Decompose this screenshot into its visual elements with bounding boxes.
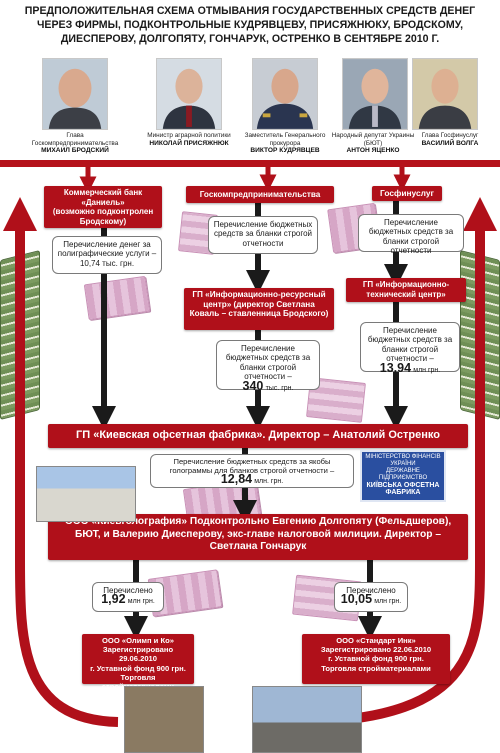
title-line-2: ЧЕРЕЗ ФИРМЫ, ПОДКОНТРОЛЬНЫЕ КУДРЯВЦЕВУ, … xyxy=(36,19,464,31)
transfer-text: Перечисление бюджетных средств за бланки… xyxy=(368,218,454,256)
factory-plaque: МІНІСТЕРСТВО ФІНАНСІВ УКРАЇНИ ДЕРЖАВНЕ П… xyxy=(360,450,446,502)
transfer-box-bank: Перечисление денег за полиграфические ус… xyxy=(52,236,162,274)
node-title: ООО «Стандарт Инк» xyxy=(336,636,416,645)
photo-volga xyxy=(412,58,478,130)
caption-prisyazhnyuk: Министр аграрной политики НИКОЛАЙ ПРИСЯЖ… xyxy=(139,132,239,147)
photo-kudryavtsev xyxy=(252,58,318,130)
caption-brodsky: Глава Госкомпредпринимательства МИХАИЛ Б… xyxy=(25,132,125,155)
node-itc: ГП «Информационно-технический центр» xyxy=(346,278,466,302)
node-gosfinuslug: Госфинуслуг xyxy=(372,186,442,201)
transfer-box-standart: Перечислено 10,05 млн грн. xyxy=(334,582,408,612)
photo-factory-building xyxy=(36,466,136,522)
transfer-box-goskom: Перечисление бюджетных средств за бланки… xyxy=(208,216,318,254)
node-olimp: ООО «Олимп и Ко» Зарегистрировано 29.06.… xyxy=(82,634,194,691)
photo-olimp-entrance xyxy=(124,686,204,753)
node-title: ГП «Информационно-ресурсный центр» (дире… xyxy=(189,290,329,319)
title-line-1: ПРЕДПОЛОЖИТЕЛЬНАЯ СХЕМА ОТМЫВАНИЯ ГОСУДА… xyxy=(24,5,476,17)
plaque-line: КИЇВСЬКА ОФСЕТНА xyxy=(366,482,440,489)
transfer-box-gosfin: Перечисление бюджетных средств за бланки… xyxy=(358,214,464,255)
transfer-unit: млн. грн. xyxy=(254,478,284,486)
photo-yatsenko xyxy=(342,58,408,130)
node-line: Торговля стройматериалами xyxy=(321,663,431,673)
node-irc: ГП «Информационно-ресурсный центр» (дире… xyxy=(184,288,334,330)
node-title: ООО «Киевголография» Подконтрольно Евген… xyxy=(64,516,452,553)
transfer-text: Перечислено xyxy=(346,586,396,595)
caption-role: Глава Госкомпредпринимательства xyxy=(31,132,119,147)
photo-brodsky xyxy=(42,58,108,130)
plaque-line: ДЕРЖАВНЕ ПІДПРИЄМСТВО xyxy=(378,468,428,481)
transfer-amount: 1,92 xyxy=(101,592,126,607)
photo-standart-building xyxy=(252,686,362,753)
transfer-box-irc: Перечисление бюджетных средств за бланки… xyxy=(216,340,320,393)
node-line: Зарегистрировано 22.06.2010 xyxy=(320,645,432,655)
caption-volga: Глава Госфинуслуг ВАСИЛИЙ ВОЛГА xyxy=(405,132,495,147)
transfer-box-olimp: Перечислено 1,92 млн грн. xyxy=(92,582,164,612)
node-title: Госкомпредпринимательства xyxy=(199,190,321,199)
caption-name: МИХАИЛ БРОДСКИЙ xyxy=(41,147,109,155)
node-kievholografia: ООО «Киевголография» Подконтрольно Евген… xyxy=(48,514,468,560)
transfer-box-itc: Перечисление бюджетных средств за бланки… xyxy=(360,322,460,375)
caption-name: ВИКТОР КУДРЯВЦЕВ xyxy=(250,147,320,155)
node-goskompredprinimatelstva: Госкомпредпринимательства xyxy=(186,186,334,203)
diagram-title: ПРЕДПОЛОЖИТЕЛЬНАЯ СХЕМА ОТМЫВАНИЯ ГОСУДА… xyxy=(0,4,500,46)
node-title: Коммерческий банк «Даниель» xyxy=(63,188,143,207)
node-subtitle: (возможно подконтролен Бродскому) xyxy=(52,207,154,226)
node-line: Зарегистрировано 29.06.2010 xyxy=(102,645,174,664)
photo-prisyazhnyuk xyxy=(156,58,222,130)
transfer-text: Перечисление бюджетных средств за бланки… xyxy=(213,220,313,248)
plaque-line: ФАБРИКА xyxy=(385,489,421,496)
caption-role: Министр аграрной политики xyxy=(147,132,231,139)
caption-kudryavtsev: Заместитель Генерального прокурора ВИКТО… xyxy=(235,132,335,155)
caption-name: АНТОН ЯЦЕНКО xyxy=(346,147,400,155)
caption-name: НИКОЛАЙ ПРИСЯЖНЮК xyxy=(149,139,229,147)
red-loop-left xyxy=(2,196,119,727)
transfer-text: Перечислено xyxy=(103,586,153,595)
caption-yatsenko: Народный депутат Украины (БЮТ) АНТОН ЯЦЕ… xyxy=(325,132,421,155)
caption-role: Глава Госфинуслуг xyxy=(421,132,479,139)
transfer-text: Перечисление денег за полиграфические ус… xyxy=(57,240,157,268)
node-line: г. Уставной фонд 900 грн. xyxy=(328,654,424,664)
caption-name: ВАСИЛИЙ ВОЛГА xyxy=(421,139,479,147)
transfer-amount: 12,84 xyxy=(220,472,253,487)
plaque-line: МІНІСТЕРСТВО ФІНАНСІВ УКРАЇНИ xyxy=(365,454,441,467)
red-loop-right xyxy=(299,196,498,727)
node-title: Госфинуслуг xyxy=(380,188,434,198)
transfer-unit: тыс. грн. xyxy=(265,384,294,392)
node-bank-daniel: Коммерческий банк «Даниель» (возможно по… xyxy=(44,186,162,228)
transfer-unit: млн грн. xyxy=(413,366,441,374)
node-title: ООО «Олимп и Ко» xyxy=(102,636,174,645)
caption-role: Народный депутат Украины (БЮТ) xyxy=(331,132,415,147)
top-red-bar xyxy=(0,160,500,167)
transfer-text: Перечисление бюджетных средств за бланки… xyxy=(367,326,453,364)
transfer-amount: 340 xyxy=(242,378,264,393)
node-standart-ink: ООО «Стандарт Инк» Зарегистрировано 22.0… xyxy=(302,634,450,684)
transfer-unit: млн грн. xyxy=(374,598,402,606)
transfer-unit: млн грн. xyxy=(127,598,155,606)
transfer-box-factory: Перечисление бюджетных средств за якобы … xyxy=(150,454,354,488)
node-title: ГП «Киевская офсетная фабрика». Директор… xyxy=(76,429,440,441)
node-kiev-offset-factory: ГП «Киевская офсетная фабрика». Директор… xyxy=(48,424,468,448)
transfer-text: Перечисление бюджетных средств за бланки… xyxy=(225,344,311,382)
transfer-amount: 10,05 xyxy=(340,592,373,607)
node-line: г. Уставной фонд 900 грн. xyxy=(90,663,186,673)
transfer-text: Перечисление бюджетных средств за якобы … xyxy=(169,457,335,475)
caption-role: Заместитель Генерального прокурора xyxy=(244,132,326,147)
title-line-3: ДИЕСПЕРОВУ, ДОЛГОПЯТУ, ГОНЧАРУК, ОСТРЕНК… xyxy=(60,33,440,45)
transfer-amount: 13,94 xyxy=(379,360,412,375)
node-title: ГП «Информационно-технический центр» xyxy=(362,280,450,299)
